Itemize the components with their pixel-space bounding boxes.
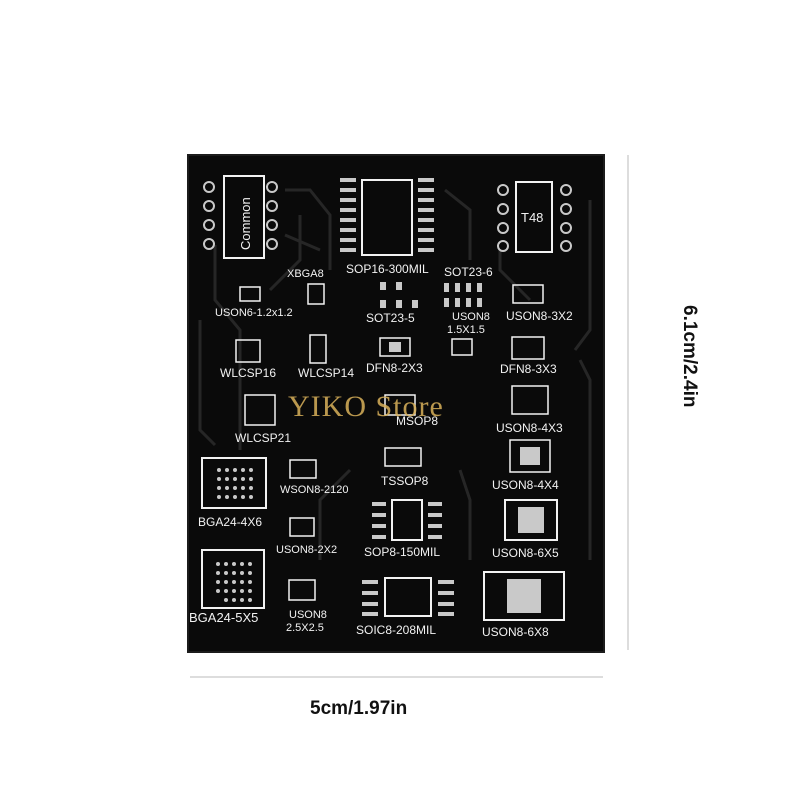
xbga8-footprint [307,283,325,305]
wlcsp16-label: WLCSP16 [220,366,276,380]
sop8-pads [372,502,442,539]
uson8-1.5-label-b: 1.5X1.5 [447,324,485,336]
common-label: Common [238,197,253,250]
uson8-4x3-footprint [511,385,549,415]
wlcsp16-footprint [235,339,261,363]
bga24-4x6-footprint [201,457,267,509]
uson8-6x8-label: USON8-6X8 [482,625,549,639]
xbga8-label: XBGA8 [287,268,324,280]
common-dip-footprint [203,175,278,259]
bga24-5x5-balls [216,562,252,602]
bga24-5x5-label: BGA24-5X5 [189,610,258,625]
uson8-1.5-label-a: USON8 [452,311,490,323]
uson6-footprint [239,286,261,302]
bga24-4x6-label: BGA24-4X6 [198,515,262,529]
sop8-label: SOP8-150MIL [364,545,440,559]
bga24-4x6-balls [217,468,253,499]
msop8-label: MSOP8 [396,414,438,428]
uson8-4x4-pad [520,447,540,465]
uson8-6x5-label: USON8-6X5 [492,546,559,560]
sot23-6-label: SOT23-6 [444,265,493,279]
uson8-2.5-label-a: USON8 [289,609,327,621]
dfn8-3x3-label: DFN8-3X3 [500,362,557,376]
uson8-6x8-footprint [483,571,565,621]
sot23-5-label: SOT23-5 [366,311,415,325]
uson6-label: USON6-1.2x1.2 [215,307,293,319]
uson8-1.5-footprint [444,283,482,307]
soic8-label: SOIC8-208MIL [356,623,436,637]
wlcsp21-label: WLCSP21 [235,431,291,445]
sot23-5-footprint [380,282,418,308]
wson8-footprint [289,459,317,479]
width-dimension-label: 5cm/1.97in [310,698,408,719]
pcb-traces [198,188,592,560]
pcb-board [187,154,605,653]
sop8-footprint [391,499,423,541]
uson8-6x5-pad [518,507,544,533]
height-dimension-label: 6.1cm/2.4in [679,305,700,408]
dfn8-2x3-footprint [379,337,411,357]
sop16-label: SOP16-300MIL [346,262,429,276]
uson8-2x2-label: USON8-2X2 [276,544,337,556]
uson8-2.5-label-b: 2.5X2.5 [286,622,324,634]
uson8-3x2-label: USON8-3X2 [506,309,573,323]
dfn8-2x3-pad [389,342,401,352]
t48-dip-footprint [497,181,572,253]
uson8-3x2-footprint [512,284,544,304]
tssop8-label: TSSOP8 [381,474,429,488]
uson8-2x2-footprint [289,517,315,537]
uson8-4x4-footprint [509,439,551,473]
dfn8-small-footprint [451,338,473,356]
uson8-2.5-footprint [288,579,316,601]
bga24-5x5-footprint [201,549,265,609]
wlcsp14-footprint [309,334,327,364]
wson8-label: WSON8-2120 [280,484,348,496]
store-watermark: YIKO Store [288,390,444,423]
sop16-footprint [340,178,434,256]
msop8-footprint [384,394,416,416]
soic8-pads [362,580,454,616]
dfn8-3x3-footprint [511,336,545,360]
uson8-6x5-footprint [504,499,558,541]
wlcsp21-footprint [244,394,276,426]
t48-label: T48 [521,210,543,225]
uson8-6x8-pad [507,579,541,613]
tssop8-footprint [384,447,422,467]
wlcsp14-label: WLCSP14 [298,366,354,380]
soic8-footprint [384,577,432,617]
uson8-4x4-label: USON8-4X4 [492,478,559,492]
uson8-4x3-label: USON8-4X3 [496,421,563,435]
dfn8-2x3-label: DFN8-2X3 [366,361,423,375]
